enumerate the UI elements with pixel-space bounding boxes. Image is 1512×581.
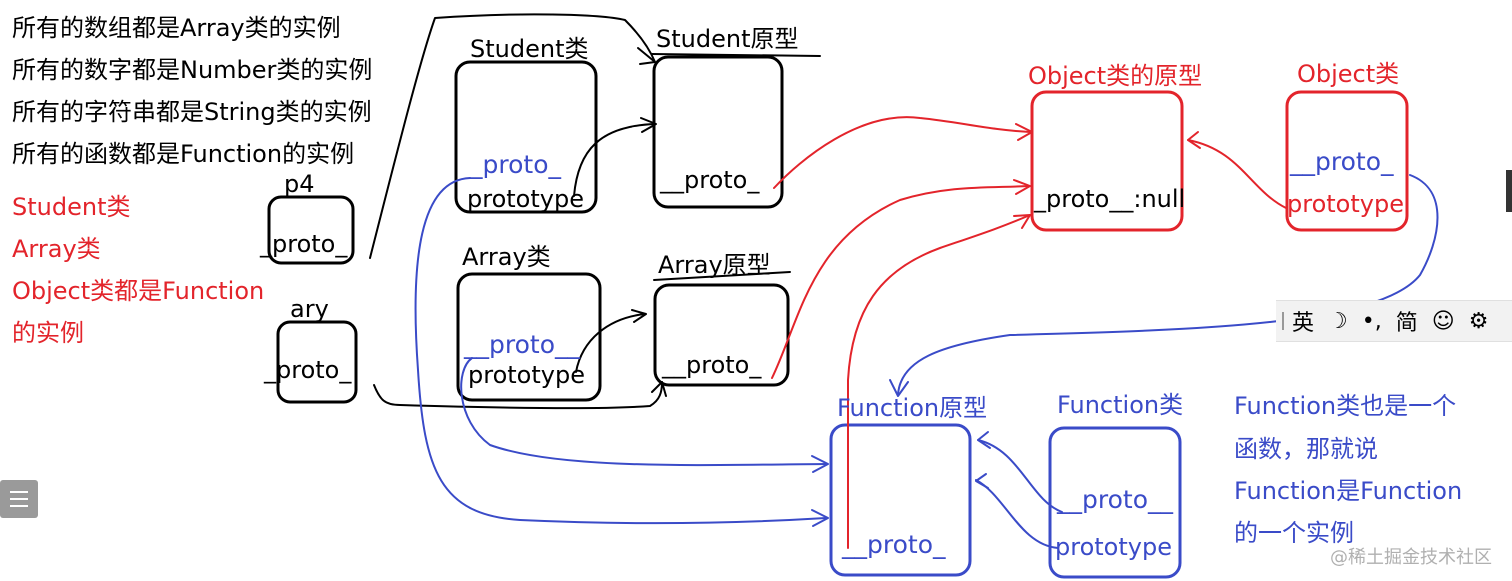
student-class-to-prototype-arrow xyxy=(573,123,656,197)
list-icon-line xyxy=(10,498,28,500)
array-prototype-proto: __proto_ xyxy=(662,351,762,379)
array-arrowhead-lower xyxy=(651,381,667,397)
student-prototype-box xyxy=(652,55,784,209)
function-class-prototype-to-function-prototype-arrow xyxy=(975,479,1059,549)
ary-box xyxy=(276,320,358,404)
student-prototype-arrowhead xyxy=(637,47,656,65)
ime-toolbar: 英 ☽ •, 简 ☺ ⚙ xyxy=(1276,300,1512,342)
note-array: 所有的数组都是Array类的实例 xyxy=(12,14,341,42)
function-prototype-proto: __proto_ xyxy=(842,530,946,559)
red-note-array: Array类 xyxy=(12,235,101,263)
function-note-line-4: 的一个实例 xyxy=(1234,519,1354,547)
array-prototype-box xyxy=(653,283,790,387)
function-prototype-box xyxy=(829,423,972,577)
object-class-proto: __proto_ xyxy=(1290,147,1394,176)
object-class-proto-to-function-prototype-arrow xyxy=(897,174,1439,396)
object-prototype-from-class-arrow xyxy=(1187,139,1287,209)
array-class-prototype: prototype xyxy=(468,361,585,389)
blue-arrowhead-4 xyxy=(977,431,991,449)
function-note-line-1: Function类也是一个 xyxy=(1234,392,1457,420)
outline-menu-button[interactable] xyxy=(0,480,38,518)
function-class-proto: __proto__ xyxy=(1057,485,1173,514)
p4-box xyxy=(267,195,355,265)
object-class-box xyxy=(1285,90,1409,232)
student-class-prototype: prototype xyxy=(467,185,584,213)
blue-arrowhead-2 xyxy=(811,455,829,473)
function-proto-to-object-prototype-arrow xyxy=(847,214,1031,549)
function-note-line-2: 函数，那就说 xyxy=(1234,435,1378,463)
function-class-box xyxy=(1048,426,1182,579)
object-class-title: Object类 xyxy=(1297,60,1400,88)
object-prototype-title: Object类的原型 xyxy=(1028,62,1203,90)
watermark: @稀土掘金技术社区 xyxy=(1330,547,1492,568)
p4-label: p4 xyxy=(284,170,315,198)
red-arrowhead-2 xyxy=(1013,179,1031,195)
function-class-prototype: prototype xyxy=(1055,533,1172,561)
red-note-student: Student类 xyxy=(12,193,131,221)
red-arrowhead-3 xyxy=(1013,214,1031,229)
p4-to-student-prototype-arrow xyxy=(369,13,656,259)
blue-arrowhead-3 xyxy=(889,379,909,397)
punctuation-icon[interactable]: •, xyxy=(1361,308,1382,334)
array-class-proto: __proto__ xyxy=(464,330,580,359)
red-note-instance: 的实例 xyxy=(12,319,84,347)
ime-simplified-toggle[interactable]: 简 xyxy=(1395,311,1418,336)
blue-arrowhead-1 xyxy=(811,509,829,527)
array-prototype-title-line xyxy=(653,271,791,281)
array-class-proto-to-function-prototype-arrow xyxy=(460,357,827,467)
student-class-box xyxy=(454,60,598,214)
array-class-title: Array类 xyxy=(462,243,551,271)
array-proto-to-object-prototype-arrow xyxy=(771,185,1029,379)
student-prototype-title: Student原型 xyxy=(656,25,799,53)
array-prototype-title: Array原型 xyxy=(658,251,771,279)
array-class-box xyxy=(456,272,602,402)
array-arrowhead xyxy=(631,309,647,323)
object-class-prototype: prototype xyxy=(1287,190,1404,218)
ary-proto: _proto_ xyxy=(264,356,352,384)
list-icon-line xyxy=(10,505,28,507)
function-class-title: Function类 xyxy=(1057,391,1184,419)
ime-drag-handle[interactable] xyxy=(1282,312,1284,330)
student-prototype-proto: __proto_ xyxy=(660,166,760,194)
function-class-proto-to-function-prototype-arrow xyxy=(977,439,1063,513)
ary-to-array-prototype-arrow xyxy=(373,381,663,410)
student-proto-to-object-prototype-arrow xyxy=(773,116,1031,189)
ime-language-toggle[interactable]: 英 xyxy=(1292,311,1315,336)
student-class-title: Student类 xyxy=(470,35,589,63)
array-class-to-prototype-arrow xyxy=(575,313,646,373)
student-arrowhead xyxy=(640,117,657,133)
red-note-object: Object类都是Function xyxy=(12,277,265,305)
scrollbar-thumb[interactable] xyxy=(1506,170,1512,212)
student-prototype-title-line xyxy=(651,53,821,57)
student-class-proto: _proto_ xyxy=(470,150,561,179)
note-string: 所有的字符串都是String类的实例 xyxy=(12,98,372,126)
student-class-proto-to-function-prototype-arrow xyxy=(414,177,827,525)
emoji-icon[interactable]: ☺ xyxy=(1431,308,1455,334)
red-arrowhead-1 xyxy=(1015,123,1033,141)
moon-icon[interactable]: ☽ xyxy=(1328,308,1348,334)
object-prototype-proto-null: _proto__:null xyxy=(1034,185,1186,213)
gear-icon[interactable]: ⚙ xyxy=(1468,308,1489,334)
note-function: 所有的函数都是Function的实例 xyxy=(12,140,355,168)
function-prototype-title: Function原型 xyxy=(837,394,988,422)
red-arrowhead-4 xyxy=(1187,131,1201,149)
ary-label: ary xyxy=(290,295,329,323)
p4-proto: _proto_ xyxy=(260,230,348,258)
function-note-line-3: Function是Function xyxy=(1234,477,1463,505)
object-prototype-box xyxy=(1030,90,1184,232)
list-icon-line xyxy=(10,491,28,493)
blue-arrowhead-5 xyxy=(975,473,989,489)
note-number: 所有的数字都是Number类的实例 xyxy=(12,56,373,84)
